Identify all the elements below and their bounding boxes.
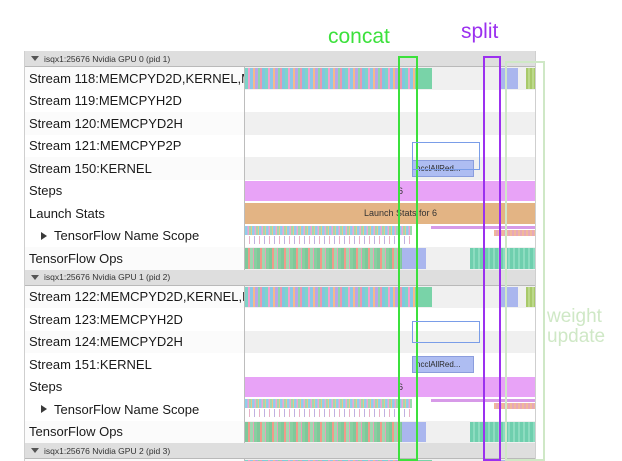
dense-slice-blue	[500, 286, 518, 307]
namescope-slices	[245, 399, 412, 408]
dense-slice-region	[245, 68, 415, 89]
trace-timeline-panel[interactable]: isqx1:25676 Nvidia GPU 0 (pid 1) Stream …	[24, 51, 536, 461]
launch-stats-bar[interactable]: Launch Stats for 6	[245, 203, 535, 224]
track-row[interactable]: Stream 120:MEMCPYD2H	[25, 112, 535, 135]
track-row-canvas[interactable]	[245, 247, 535, 270]
track-row-label[interactable]: Stream 122:MEMCPYD2D,KERNEL,MI	[25, 285, 245, 308]
nccl-allreduce-block[interactable]: ncclAllRed...	[412, 160, 474, 177]
group-header-gpu0[interactable]: isqx1:25676 Nvidia GPU 0 (pid 1)	[25, 51, 535, 67]
track-row-label[interactable]: Stream 120:MEMCPYD2H	[25, 112, 245, 135]
steps-bar[interactable]: 6	[245, 180, 535, 201]
namescope-top-line	[431, 399, 535, 402]
track-row[interactable]: Launch Stats Launch Stats for 6	[25, 202, 535, 225]
track-row-label[interactable]: Stream 124:MEMCPYD2H	[25, 330, 245, 353]
track-row[interactable]: Stream 150:KERNEL ncclAllRed...	[25, 157, 535, 180]
track-row-label[interactable]: Stream 121:MEMCPYP2P	[25, 134, 245, 157]
track-row-canvas[interactable]	[245, 225, 535, 248]
track-row[interactable]: Stream 122:MEMCPYD2D,KERNEL,MI	[25, 285, 535, 309]
track-row-label[interactable]: TensorFlow Ops	[25, 247, 245, 270]
track-row-label[interactable]: Stream 126:MEMCPYD2D,KERNEL,MI	[25, 459, 245, 461]
track-row[interactable]: TensorFlow Name Scope	[25, 224, 535, 248]
track-row-canvas[interactable]: 6	[245, 376, 535, 399]
annotation-label-concat: concat	[328, 25, 390, 48]
namescope-top-line	[431, 225, 535, 229]
group-header-gpu1[interactable]: isqx1:25676 Nvidia GPU 1 (pid 2)	[25, 269, 535, 286]
dense-slice-green	[415, 286, 432, 307]
track-row-canvas[interactable]	[245, 135, 535, 158]
namescope-slices-lower	[245, 409, 412, 417]
chevron-down-icon[interactable]	[31, 448, 39, 453]
chevron-down-icon[interactable]	[31, 274, 39, 280]
ops-slice-blue	[402, 248, 426, 269]
track-row-label-namescope[interactable]: TensorFlow Name Scope	[25, 398, 245, 421]
namescope-slices	[245, 225, 412, 235]
track-row[interactable]: TensorFlow Ops	[25, 420, 535, 444]
track-row[interactable]: Stream 118:MEMCPYD2D,KERNEL,MI	[25, 67, 535, 90]
track-row-canvas[interactable]	[245, 398, 535, 421]
track-row[interactable]: Stream 124:MEMCPYD2H	[25, 330, 535, 354]
dense-slice-blue	[500, 68, 518, 89]
track-row-label[interactable]: Stream 150:KERNEL	[25, 157, 245, 180]
track-row[interactable]: Steps 6	[25, 375, 535, 399]
dense-slice-green	[415, 68, 432, 89]
track-row-label[interactable]: Stream 151:KERNEL	[25, 353, 245, 376]
track-row-canvas[interactable]: 6	[245, 180, 535, 203]
track-row-label[interactable]: TensorFlow Ops	[25, 420, 245, 443]
track-row-label[interactable]: Stream 119:MEMCPYH2D	[25, 89, 245, 112]
track-row-canvas[interactable]	[245, 286, 535, 309]
ops-slice-blue	[402, 421, 426, 442]
track-row[interactable]: Stream 119:MEMCPYH2D	[25, 89, 535, 113]
dense-slice-olive	[526, 286, 535, 307]
track-row-label[interactable]: Steps	[25, 375, 245, 398]
steps-bar[interactable]: 6	[245, 376, 535, 397]
ops-slice-teal	[470, 248, 535, 269]
ops-slices	[245, 248, 402, 269]
track-row-label[interactable]: Steps	[25, 179, 245, 202]
track-row[interactable]: Stream 151:KERNEL ncclAllRed...	[25, 353, 535, 376]
track-row-label[interactable]: Stream 123:MEMCPYH2D	[25, 308, 245, 331]
track-row[interactable]: Steps 6	[25, 179, 535, 203]
group-header-label: isqx1:25676 Nvidia GPU 2 (pid 3)	[44, 445, 171, 456]
track-row[interactable]: TensorFlow Name Scope	[25, 398, 535, 421]
namescope-slices-right	[494, 403, 535, 409]
group-header-gpu2[interactable]: isqx1:25676 Nvidia GPU 2 (pid 3)	[25, 443, 535, 459]
track-row[interactable]: TensorFlow Ops	[25, 247, 535, 270]
track-row-canvas[interactable]	[245, 421, 535, 444]
namescope-slices-lower	[245, 235, 412, 244]
track-row-canvas[interactable]: Launch Stats for 6	[245, 202, 535, 225]
group-header-label: isqx1:25676 Nvidia GPU 0 (pid 1)	[44, 53, 171, 64]
annotation-label-split: split	[461, 20, 499, 43]
track-row-label[interactable]: Stream 118:MEMCPYD2D,KERNEL,MI	[25, 67, 245, 90]
track-row-label[interactable]: Launch Stats	[25, 202, 245, 225]
dense-slice-olive	[526, 68, 535, 89]
chevron-down-icon[interactable]	[31, 56, 39, 61]
track-row[interactable]: Stream 121:MEMCPYP2P	[25, 134, 535, 158]
track-row-canvas[interactable]	[245, 67, 535, 90]
dense-slice-region	[245, 286, 415, 307]
chevron-right-icon[interactable]	[41, 405, 47, 414]
ops-slices	[245, 421, 402, 442]
track-row-canvas[interactable]: ncclAllRed...	[245, 157, 535, 180]
namescope-slices-right	[494, 229, 535, 236]
group-header-label: isqx1:25676 Nvidia GPU 1 (pid 2)	[44, 272, 171, 282]
track-row-canvas[interactable]	[245, 112, 535, 135]
track-row[interactable]: Stream 123:MEMCPYH2D	[25, 308, 535, 331]
nccl-allreduce-block[interactable]: ncclAllRed...	[412, 356, 474, 373]
track-row-canvas[interactable]	[245, 308, 535, 331]
track-row-canvas[interactable]	[245, 331, 535, 354]
track-row-canvas[interactable]: ncclAllRed...	[245, 353, 535, 376]
track-row-canvas[interactable]	[245, 90, 535, 113]
ops-slice-teal	[470, 421, 535, 442]
track-row-label-namescope[interactable]: TensorFlow Name Scope	[25, 224, 245, 247]
chevron-right-icon[interactable]	[41, 231, 47, 240]
